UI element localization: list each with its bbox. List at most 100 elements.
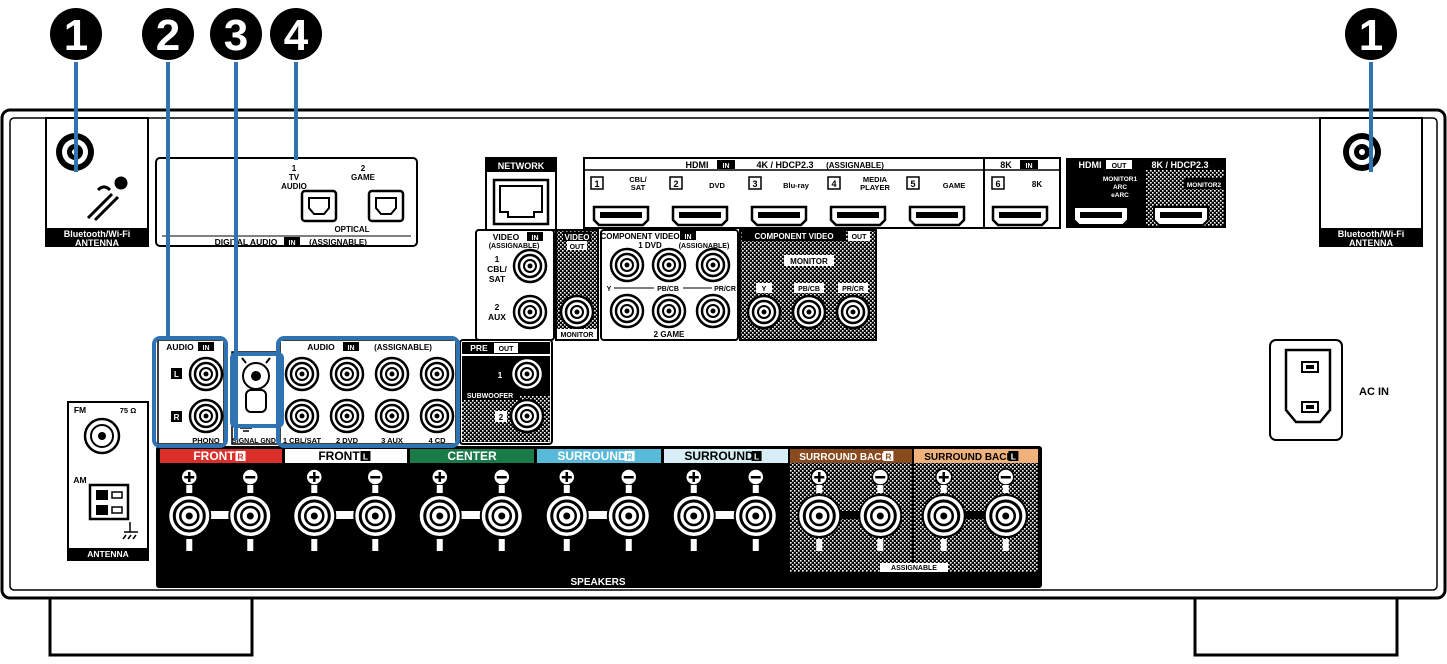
network-port[interactable]: NETWORK bbox=[485, 157, 557, 231]
component-in-2-pr-jack[interactable] bbox=[695, 293, 731, 329]
speaker-1-minus-terminal[interactable] bbox=[228, 468, 273, 551]
optical-2-num: 2 bbox=[361, 164, 366, 173]
hdmi-out-title: HDMI bbox=[1079, 160, 1102, 170]
audio-in-2-r-jack[interactable] bbox=[329, 398, 365, 434]
speaker-4-minus-terminal[interactable] bbox=[606, 468, 651, 551]
subwoofer-2-jack[interactable] bbox=[509, 398, 545, 434]
audio-in-1-l-jack[interactable] bbox=[284, 356, 320, 392]
speaker-2-plus-terminal[interactable] bbox=[292, 468, 337, 551]
signal-gnd-label: SIGNAL GND bbox=[232, 438, 276, 445]
speaker-3-minus-terminal[interactable] bbox=[479, 468, 524, 551]
optical-port-2[interactable] bbox=[367, 189, 405, 223]
speaker-group-7-label: SURROUND BACK bbox=[924, 452, 1014, 463]
callout-number-2: 2 bbox=[156, 11, 180, 60]
pre-out-badge: OUT bbox=[499, 346, 515, 353]
audio-in-3-r-jack[interactable] bbox=[374, 398, 410, 434]
hdmi-8k-label: 8K bbox=[1032, 180, 1042, 189]
digital-audio-in-panel: 1 TV AUDIO 2 GAME OPTICAL DIGITAL AUDIO … bbox=[155, 157, 418, 247]
callout-lines bbox=[74, 62, 1373, 448]
speaker-6-plus-terminal[interactable] bbox=[797, 468, 842, 551]
callout-badge-4: 4 bbox=[270, 8, 322, 60]
bt-wifi-antenna-left[interactable]: Bluetooth/Wi-Fi ANTENNA bbox=[45, 117, 149, 248]
component-out-pr-jack[interactable] bbox=[835, 294, 871, 330]
audio-in-2-l-jack[interactable] bbox=[329, 356, 365, 392]
component-out-panel: COMPONENT VIDEO OUT MONITOR Y PB/CB PR/C… bbox=[739, 229, 877, 341]
video-in-assignable: (ASSIGNABLE) bbox=[489, 243, 540, 250]
hdmi-8k-port[interactable] bbox=[991, 205, 1049, 227]
speaker-7-plus-terminal[interactable] bbox=[921, 468, 966, 551]
hdmi-in-1-label-2: SAT bbox=[631, 183, 646, 192]
am-fm-antenna-label: ANTENNA bbox=[87, 549, 129, 559]
hdmi-out-monitor1-port[interactable] bbox=[1073, 206, 1129, 226]
speaker-5-plus-terminal[interactable] bbox=[671, 468, 716, 551]
speaker-group-2-label: FRONT bbox=[318, 449, 360, 463]
component-in-1-y-jack[interactable] bbox=[609, 247, 645, 283]
hdmi-in-4-label-2: PLAYER bbox=[860, 183, 890, 192]
component-in-1-pb-jack[interactable] bbox=[651, 247, 687, 283]
hdmi-8k-in-panel: 8K IN 6 8K bbox=[983, 157, 1061, 229]
speakers-assignable-label: ASSIGNABLE bbox=[891, 565, 937, 572]
am-antenna-terminal[interactable] bbox=[88, 483, 138, 540]
video-out-monitor-jack[interactable] bbox=[559, 294, 595, 330]
hdmi-out-spec: 8K / HDCP2.3 bbox=[1151, 160, 1208, 170]
callout-badge-1: 1 bbox=[50, 8, 102, 60]
component-in-panel: COMPONENT VIDEO IN (ASSIGNABLE) 1 DVD Y … bbox=[600, 229, 739, 341]
component-out-pb-jack[interactable] bbox=[791, 294, 827, 330]
video-in-1-jack[interactable] bbox=[512, 248, 548, 284]
bt-antenna-label-2: ANTENNA bbox=[75, 238, 119, 248]
speaker-group-5-side: L bbox=[754, 452, 759, 462]
component-out-badge: OUT bbox=[852, 234, 868, 241]
fm-antenna-jack[interactable] bbox=[83, 417, 121, 455]
speaker-6-minus-terminal[interactable] bbox=[858, 468, 903, 551]
hdmi-in-5-num: 5 bbox=[910, 179, 915, 189]
phono-title: AUDIO bbox=[166, 342, 194, 352]
hdmi-out-arc: ARC bbox=[1113, 184, 1127, 191]
audio-in-4-label: 4 CD bbox=[428, 436, 446, 445]
speaker-3-plus-terminal[interactable] bbox=[417, 468, 462, 551]
subwoofer-1-jack[interactable] bbox=[509, 356, 545, 392]
digital-audio-title: DIGITAL AUDIO bbox=[215, 237, 278, 247]
component-out-y-jack[interactable] bbox=[746, 294, 782, 330]
signal-gnd-terminal[interactable]: SIGNAL GND bbox=[231, 351, 281, 445]
phono-l: L bbox=[174, 370, 179, 379]
speaker-5-minus-terminal[interactable] bbox=[733, 468, 778, 551]
video-out-monitor: MONITOR bbox=[561, 332, 594, 339]
hdmi-in-3-num: 3 bbox=[752, 179, 757, 189]
phono-l-jack[interactable] bbox=[188, 356, 224, 392]
speaker-4-plus-terminal[interactable] bbox=[544, 468, 589, 551]
hdmi-in-4-num: 4 bbox=[831, 179, 836, 189]
component-out-title: COMPONENT VIDEO bbox=[754, 232, 833, 241]
phono-r-jack[interactable] bbox=[188, 398, 224, 434]
audio-in-1-r-jack[interactable] bbox=[284, 398, 320, 434]
hdmi-out-monitor2-port[interactable] bbox=[1153, 206, 1209, 226]
speaker-group-4-label: SURROUND bbox=[557, 449, 627, 463]
optical-port-1[interactable] bbox=[300, 189, 338, 223]
audio-in-4-l-jack[interactable] bbox=[419, 356, 455, 392]
speaker-2-minus-terminal[interactable] bbox=[353, 468, 398, 551]
speaker-7-minus-terminal[interactable] bbox=[983, 468, 1028, 551]
callout-badge-2: 2 bbox=[142, 8, 194, 60]
ac-inlet[interactable] bbox=[1269, 339, 1343, 441]
component-in-2-y-jack[interactable] bbox=[609, 293, 645, 329]
component-in-2-pb-jack[interactable] bbox=[651, 293, 687, 329]
audio-in-4-r-jack[interactable] bbox=[419, 398, 455, 434]
hdmi-8k-title: 8K bbox=[1000, 160, 1012, 170]
component-in-row2: 2 GAME bbox=[654, 330, 685, 339]
callout-number-5: 1 bbox=[1359, 11, 1383, 60]
bt-antenna-label: Bluetooth/Wi-Fi bbox=[64, 229, 130, 239]
audio-in-3-l-jack[interactable] bbox=[374, 356, 410, 392]
ac-in-label: AC IN bbox=[1359, 386, 1389, 398]
component-in-1-pr-jack[interactable] bbox=[695, 247, 731, 283]
video-in-2-jack[interactable] bbox=[512, 294, 548, 330]
hdmi-in-badge: IN bbox=[723, 163, 730, 170]
component-in-pb: PB/CB bbox=[657, 286, 679, 293]
speaker-1-plus-terminal[interactable] bbox=[167, 468, 212, 551]
